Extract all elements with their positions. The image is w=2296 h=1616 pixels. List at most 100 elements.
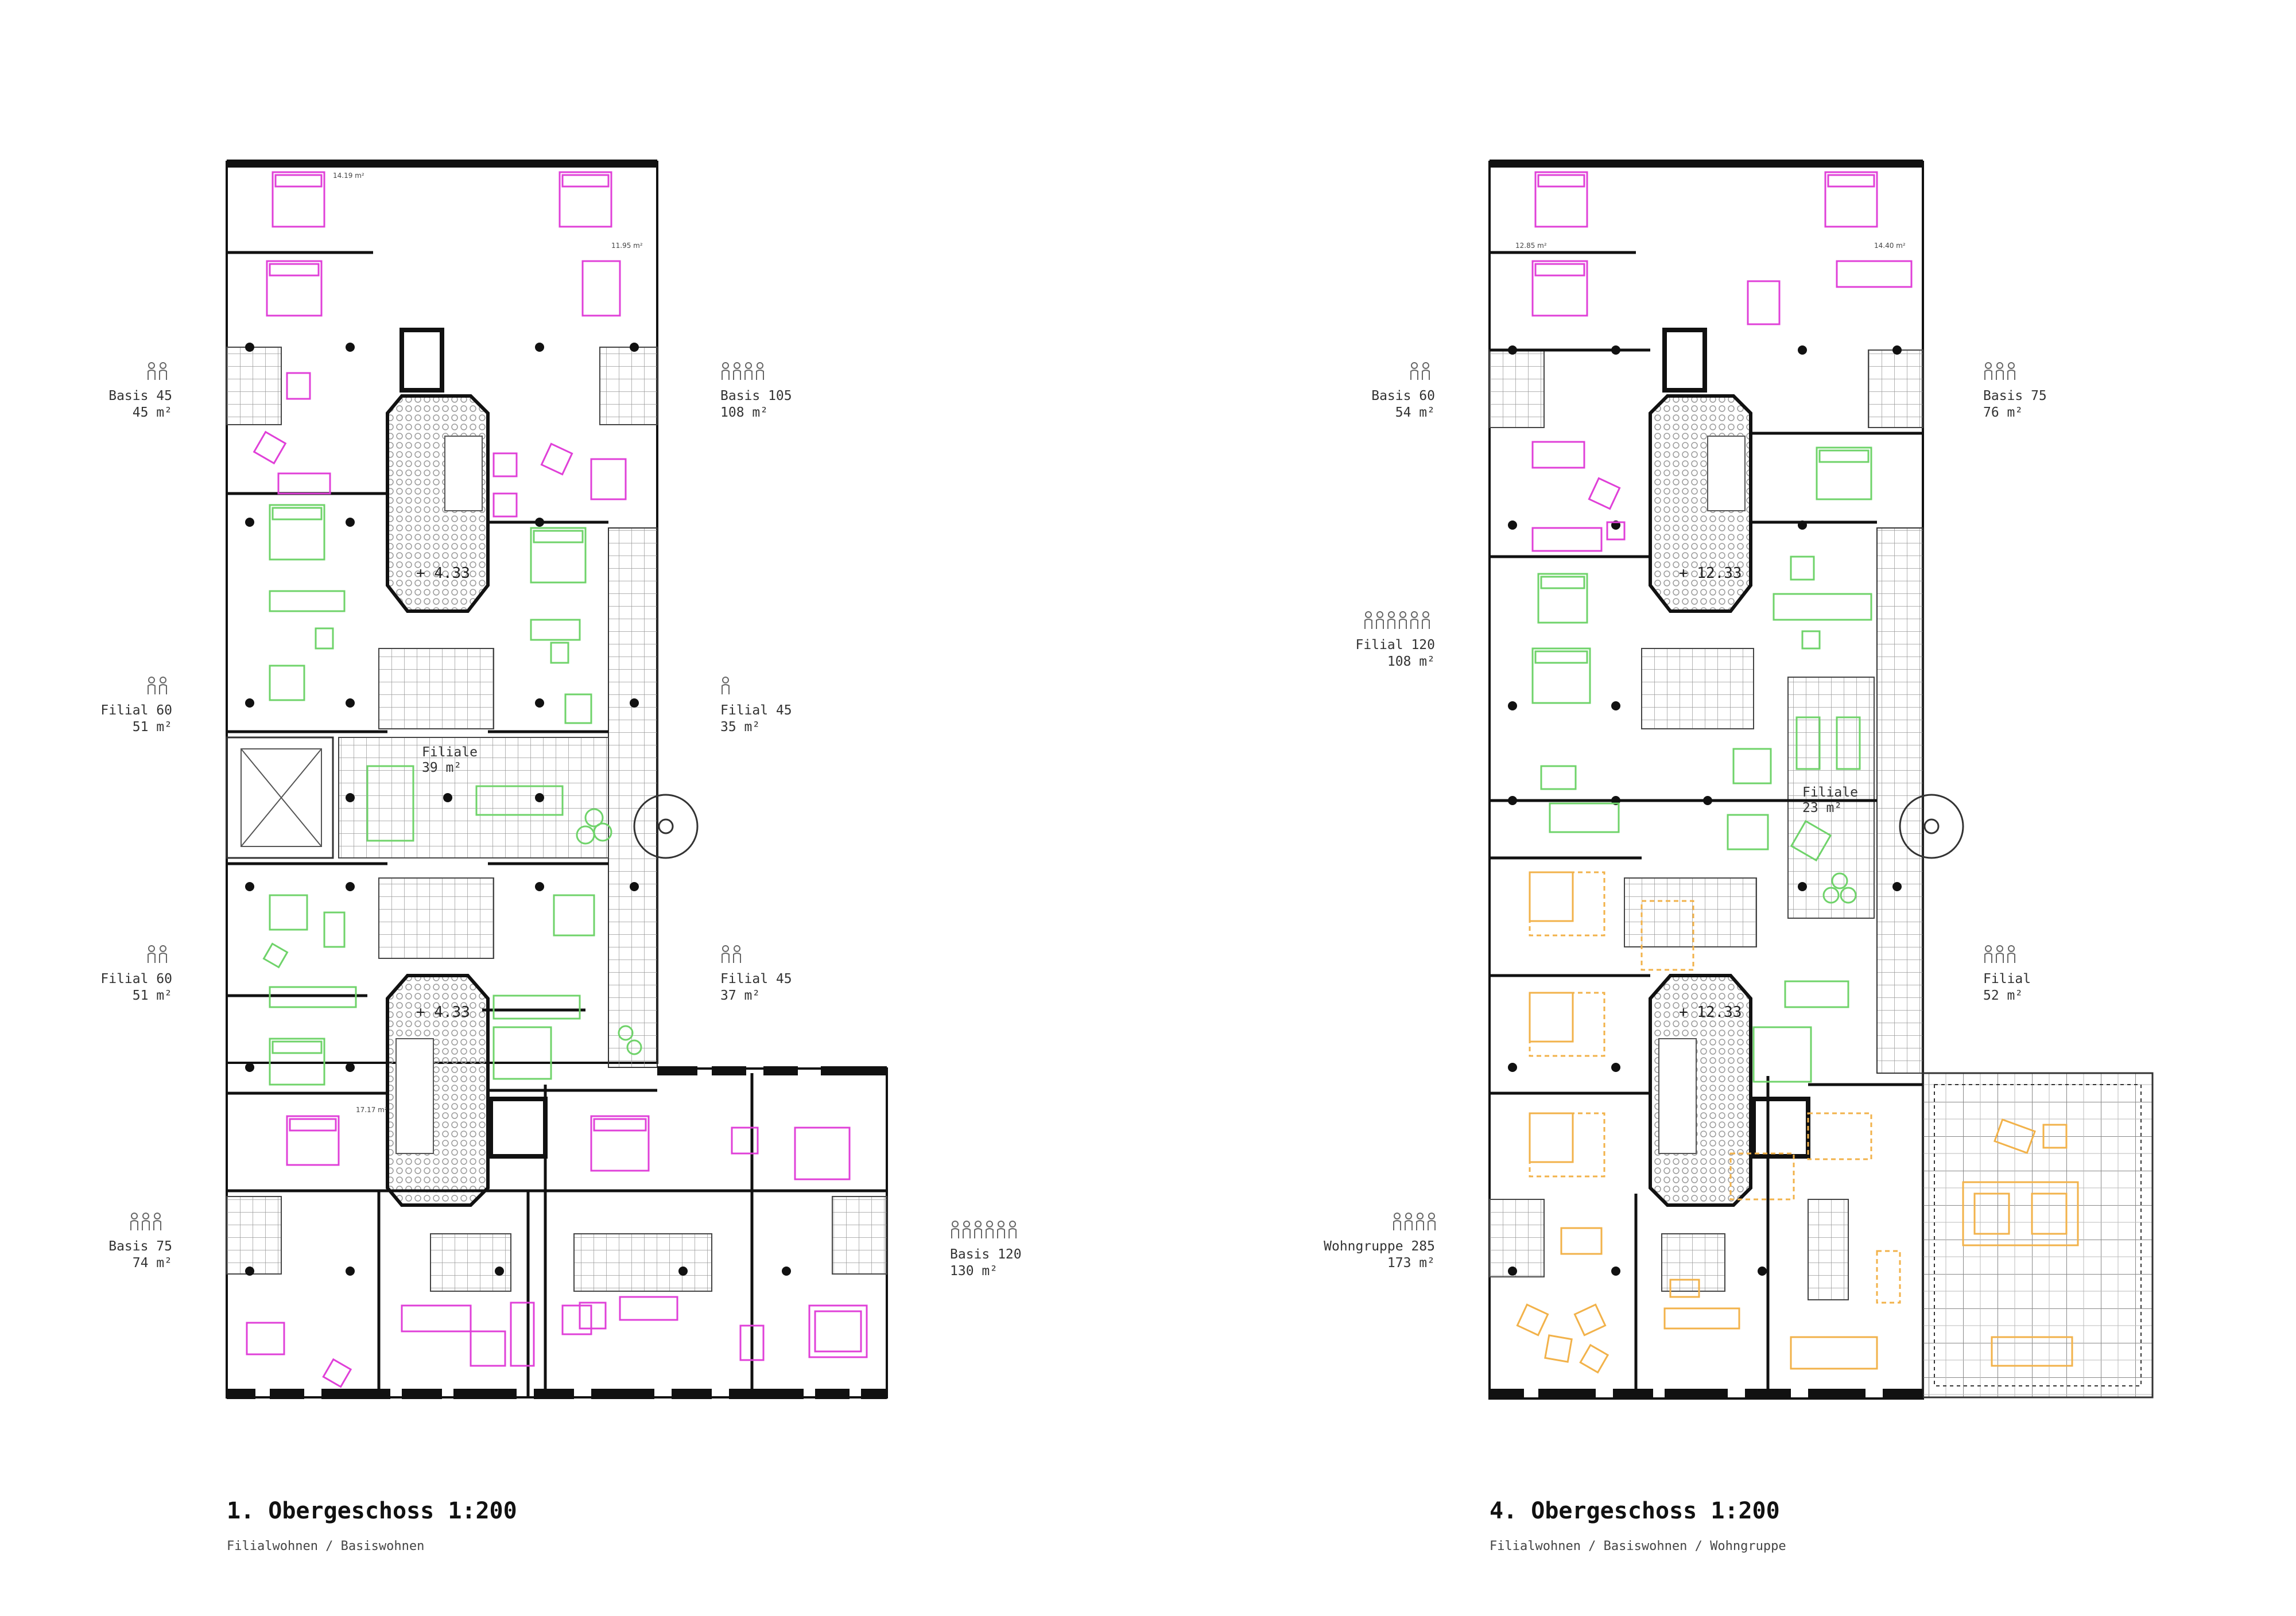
plan-4-bath xyxy=(1661,1233,1725,1292)
unit-label: Filial 45 35 m² xyxy=(720,702,792,736)
plan-4-south-facade xyxy=(1490,1389,1923,1399)
person-icon xyxy=(2007,945,2015,963)
unit-area: 76 m² xyxy=(1983,405,2023,420)
unit-area: 54 m² xyxy=(1395,405,1435,420)
persons-icons xyxy=(148,945,167,963)
plan-4-spiral-stair xyxy=(1899,794,1964,859)
person-icon xyxy=(1393,1213,1401,1230)
unit-area: 173 m² xyxy=(1387,1256,1435,1271)
plan-4-title: 4. Obergeschoss 1:200 xyxy=(1490,1498,1780,1524)
plan-1-south-facade xyxy=(227,1066,887,1399)
plan-1-kitchen xyxy=(226,347,282,425)
unit-name: Filial 60 xyxy=(100,703,172,718)
person-icon xyxy=(744,362,753,380)
person-icon xyxy=(1984,945,1992,963)
plan-4-level-upper: + 12.33 xyxy=(1679,565,1742,582)
unit-name: Basis 75 xyxy=(108,1239,172,1254)
unit-area: 35 m² xyxy=(720,720,761,735)
unit-name: Basis 45 xyxy=(108,389,172,403)
persons-icon-group xyxy=(146,945,169,965)
person-icon xyxy=(1387,611,1395,629)
plan-1-filiale-name: Filiale xyxy=(422,745,478,760)
unit-label: Basis 45 45 m² xyxy=(108,388,172,421)
persons-icon-group xyxy=(1392,1212,1438,1233)
plan-4-columns xyxy=(1508,345,1902,1276)
person-icon xyxy=(1410,611,1418,629)
plan-4-spiral-stair-core xyxy=(1923,818,1940,834)
plan-4-kitchen xyxy=(1489,1199,1545,1277)
plan-4-subtitle: Filialwohnen / Basiswohnen / Wohngruppe xyxy=(1490,1539,1786,1553)
plan-1-furniture-filial xyxy=(262,504,642,1086)
persons-icon-group xyxy=(1363,611,1432,631)
unit-area: 45 m² xyxy=(132,405,172,420)
plan-4-stair-flight xyxy=(1658,1038,1697,1154)
persons-icons xyxy=(1410,362,1430,380)
unit-label: Basis 105 108 m² xyxy=(720,388,792,421)
persons-icons xyxy=(1364,611,1430,629)
person-icon xyxy=(148,362,156,380)
plan-1-kitchen xyxy=(832,1196,887,1275)
plan-1-spiral-stair xyxy=(633,794,699,859)
persons-icons xyxy=(722,677,730,694)
person-icon xyxy=(2007,362,2015,380)
persons-icon-group xyxy=(129,1212,164,1233)
plan-1-void xyxy=(226,736,334,859)
persons-icons xyxy=(148,362,167,380)
unit-name: Basis 105 xyxy=(720,389,792,403)
person-icon xyxy=(756,362,764,380)
persons-icons xyxy=(1984,945,2015,963)
plan-4-og: + 12.33 + 12.33 Filiale 23 m² 12.85 m² 1… xyxy=(1488,160,2154,1400)
unit-name: Filial 45 xyxy=(720,972,792,986)
plan-1-bath xyxy=(573,1233,712,1292)
plan-4-roof-terrace-inner xyxy=(1934,1084,2142,1386)
persons-icon-group xyxy=(1983,362,2018,382)
person-icon xyxy=(159,677,167,694)
person-icon xyxy=(153,1213,161,1230)
persons-icons xyxy=(951,1221,1017,1238)
person-icon xyxy=(986,1221,994,1238)
plan-1-north-facade xyxy=(227,160,657,168)
person-icon xyxy=(1364,611,1372,629)
person-icon xyxy=(997,1221,1005,1238)
unit-area: 51 m² xyxy=(132,988,172,1003)
plan-4-room-area: 12.85 m² xyxy=(1515,242,1547,250)
plan-1-kitchen xyxy=(226,1196,282,1275)
person-icon xyxy=(1996,362,2004,380)
plan-1-stair-flight xyxy=(395,1038,434,1154)
person-icon xyxy=(733,362,741,380)
unit-area: 108 m² xyxy=(720,405,769,420)
person-icon xyxy=(1376,611,1384,629)
person-icon xyxy=(1422,611,1430,629)
plan-1-level-upper: + 4.33 xyxy=(416,565,470,582)
plan-1-stair-flight xyxy=(444,436,483,511)
person-icon xyxy=(1984,362,1992,380)
unit-name: Basis 120 xyxy=(950,1247,1022,1262)
plan-1-kitchen xyxy=(599,347,658,425)
person-icon xyxy=(142,1213,150,1230)
person-icon xyxy=(951,1221,959,1238)
unit-label: Filial 45 37 m² xyxy=(720,971,792,1004)
person-icon xyxy=(130,1213,138,1230)
persons-icon-group xyxy=(950,1220,1019,1241)
plan-1-subtitle: Filialwohnen / Basiswohnen xyxy=(227,1539,425,1553)
unit-name: Filial 45 xyxy=(720,703,792,718)
unit-label: Filial 60 51 m² xyxy=(100,971,172,1004)
plan-1-spiral-stair-core xyxy=(658,818,674,834)
person-icon xyxy=(1428,1213,1436,1230)
unit-name: Filial xyxy=(1983,972,2031,986)
person-icon xyxy=(733,945,741,963)
persons-icons xyxy=(722,362,764,380)
plan-1-lift xyxy=(400,328,444,393)
persons-icon-group xyxy=(1409,362,1432,382)
plan-1-bath xyxy=(430,1233,511,1292)
persons-icon-group xyxy=(720,362,766,382)
plan-4-furniture-wohngruppe xyxy=(1516,871,2079,1374)
plan-1-level-lower: + 4.33 xyxy=(416,1004,470,1021)
plan-4-furniture-basis xyxy=(1531,171,1913,552)
plan-1-lift xyxy=(488,1097,548,1159)
plan-4-roof-terrace xyxy=(1922,1072,2154,1399)
plan-4-furniture-filial xyxy=(1531,446,1872,1083)
unit-area: 108 m² xyxy=(1387,654,1435,669)
unit-name: Filial 120 xyxy=(1355,638,1435,652)
